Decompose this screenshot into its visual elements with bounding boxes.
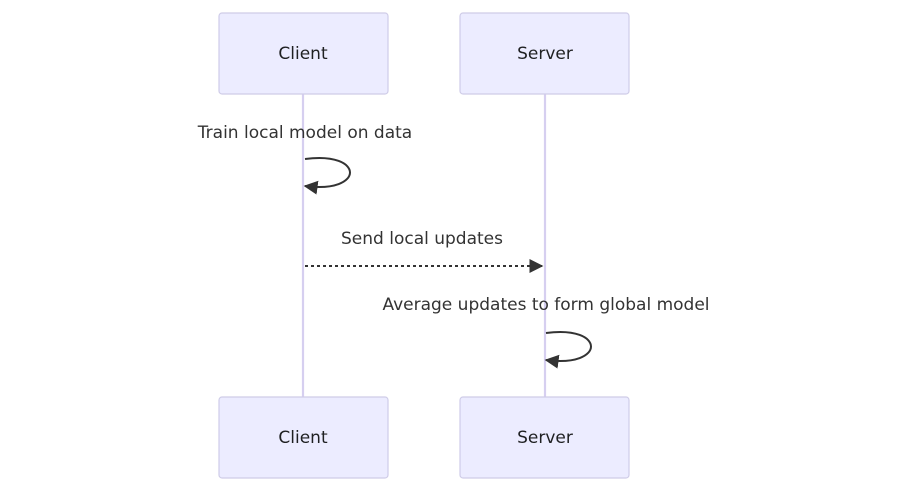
- actor-server-bottom: Server: [459, 396, 630, 479]
- message-train-local-label: Train local model on data: [197, 123, 412, 143]
- message-train-local-arrow: [303, 157, 351, 195]
- actor-server-top: Server: [459, 12, 630, 95]
- actor-server-bottom-label: Server: [517, 428, 573, 448]
- actor-client-bottom-label: Client: [278, 428, 328, 448]
- message-send-updates-label: Send local updates: [341, 229, 503, 249]
- actor-client-top: Client: [218, 12, 389, 95]
- message-average-updates-arrow: [544, 331, 592, 369]
- message-average-updates-label: Average updates to form global model: [382, 295, 709, 315]
- actor-client-top-label: Client: [278, 44, 328, 64]
- actor-client-bottom: Client: [218, 396, 389, 479]
- actor-server-top-label: Server: [517, 44, 573, 64]
